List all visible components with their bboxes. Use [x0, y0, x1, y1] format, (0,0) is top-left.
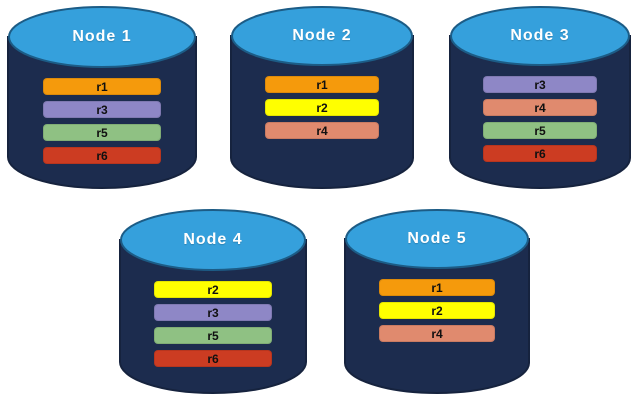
shard-bar-r5[interactable]: r5	[154, 327, 272, 344]
shard-bar-r4[interactable]: r4	[379, 325, 495, 342]
shard-list: r1 r2 r4	[345, 279, 529, 342]
shard-bar-r6[interactable]: r6	[43, 147, 161, 164]
shard-bar-r2[interactable]: r2	[154, 281, 272, 298]
shard-list: r2 r3 r5 r6	[120, 281, 306, 367]
shard-bar-r5[interactable]: r5	[43, 124, 161, 141]
shard-bar-r6[interactable]: r6	[154, 350, 272, 367]
cylinder-top-cap	[450, 6, 630, 66]
shard-bar-r1[interactable]: r1	[43, 78, 161, 95]
cylinder-top-cap	[8, 6, 196, 68]
shard-bar-r1[interactable]: r1	[379, 279, 495, 296]
shard-bar-r1[interactable]: r1	[265, 76, 379, 93]
shard-bar-r4[interactable]: r4	[483, 99, 597, 116]
cylinder-top-cap	[120, 209, 306, 271]
cylinder-top-cap	[345, 209, 529, 269]
shard-bar-r3[interactable]: r3	[483, 76, 597, 93]
cylinder-top-cap	[231, 6, 413, 66]
shard-bar-r4[interactable]: r4	[265, 122, 379, 139]
shard-list: r1 r3 r5 r6	[8, 78, 196, 164]
shard-list: r3 r4 r5 r6	[450, 76, 630, 162]
shard-list: r1 r2 r4	[231, 76, 413, 139]
shard-bar-r2[interactable]: r2	[379, 302, 495, 319]
shard-bar-r2[interactable]: r2	[265, 99, 379, 116]
shard-bar-r6[interactable]: r6	[483, 145, 597, 162]
shard-bar-r5[interactable]: r5	[483, 122, 597, 139]
shard-bar-r3[interactable]: r3	[43, 101, 161, 118]
shard-bar-r3[interactable]: r3	[154, 304, 272, 321]
